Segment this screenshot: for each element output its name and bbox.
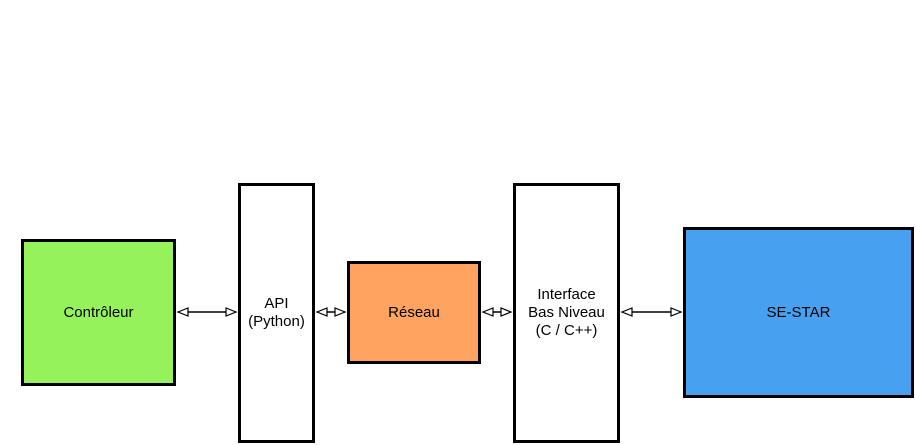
arrow-api-reseau xyxy=(315,307,347,317)
controleur-label: Contrôleur xyxy=(63,303,134,321)
se-star-label: SE-STAR xyxy=(766,303,831,321)
api-label: API (Python) xyxy=(248,295,305,330)
arrow-interface-sestar xyxy=(620,307,683,317)
reseau-box: Réseau xyxy=(347,261,481,364)
arrow-controleur-api xyxy=(176,307,238,317)
arrow-reseau-interface xyxy=(481,307,513,317)
api-box: API (Python) xyxy=(238,183,315,443)
interface-bas-niveau-box: Interface Bas Niveau (C / C++) xyxy=(513,183,620,443)
se-star-box: SE-STAR xyxy=(683,227,914,398)
reseau-label: Réseau xyxy=(388,303,440,321)
interface-label: Interface Bas Niveau (C / C++) xyxy=(528,286,605,339)
controleur-box: Contrôleur xyxy=(21,239,176,386)
